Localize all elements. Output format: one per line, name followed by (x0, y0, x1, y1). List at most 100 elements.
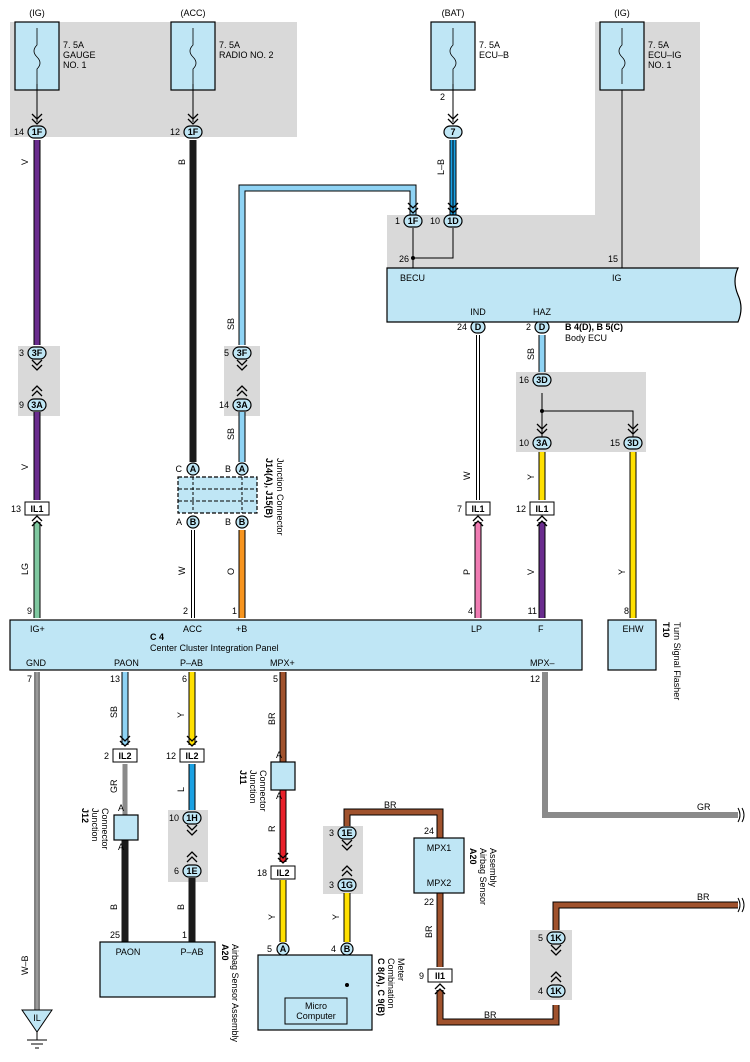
svg-text:SB: SB (526, 348, 536, 360)
svg-text:B: B (176, 904, 186, 910)
svg-text:PAON: PAON (114, 658, 139, 668)
svg-text:9: 9 (19, 400, 24, 410)
svg-text:A20: A20 (220, 944, 230, 961)
svg-text:3: 3 (329, 828, 334, 838)
junction-connector-j14-j15: A C A B B A B B J14(A), J15(B) Junction … (176, 458, 286, 536)
svg-text:A20: A20 (468, 848, 478, 865)
svg-text:1K: 1K (550, 986, 562, 996)
svg-text:HAZ: HAZ (533, 307, 552, 317)
svg-text:SB: SB (226, 428, 236, 440)
svg-text:W: W (177, 566, 187, 575)
svg-text:NO. 1: NO. 1 (648, 60, 672, 70)
svg-text:J12: J12 (80, 808, 90, 823)
svg-text:MPX2: MPX2 (427, 878, 452, 888)
svg-text:W–B: W–B (20, 955, 30, 975)
svg-text:10: 10 (519, 438, 529, 448)
svg-text:IL2: IL2 (185, 751, 198, 761)
svg-text:Computer: Computer (296, 1011, 336, 1021)
svg-text:Connector: Connector (100, 808, 110, 850)
svg-text:10: 10 (169, 813, 179, 823)
fuse-ecu-ig: (IG) 7. 5A ECU–IG NO. 1 (599, 8, 682, 91)
svg-text:GND: GND (26, 658, 47, 668)
svg-text:RADIO NO. 2: RADIO NO. 2 (219, 50, 274, 60)
svg-text:1E: 1E (186, 866, 197, 876)
svg-text:BR: BR (484, 1010, 497, 1020)
svg-text:3: 3 (19, 348, 24, 358)
wire-br-right (552, 901, 738, 930)
junction-connector-j11: A A J11 Junction Connector (238, 750, 296, 812)
airbag-sensor-lower: PAON P–AB 25 1 A20 Airbag Sensor Assembl… (99, 930, 240, 1043)
svg-text:1H: 1H (186, 813, 198, 823)
svg-text:W: W (462, 471, 472, 480)
svg-text:P–AB: P–AB (180, 947, 203, 957)
svg-text:4: 4 (538, 986, 543, 996)
wire-break-marks (737, 807, 745, 913)
svg-text:SB: SB (109, 706, 119, 718)
svg-text:7: 7 (457, 504, 462, 514)
svg-text:BR: BR (267, 712, 277, 725)
svg-text:26: 26 (399, 254, 409, 264)
svg-text:Junction: Junction (90, 808, 100, 842)
svg-text:B: B (225, 517, 231, 527)
turn-signal-flasher: EHW 8 T10 Turn Signal Flasher (607, 606, 682, 700)
svg-text:7. 5A: 7. 5A (479, 40, 500, 50)
svg-text:GR: GR (697, 802, 711, 812)
svg-text:9: 9 (419, 971, 424, 981)
svg-text:1F: 1F (408, 216, 419, 226)
fuse-gauge: (IG) 7. 5A GAUGE NO. 1 (14, 8, 96, 91)
fuse-ecu-b: (BAT) 7. 5A ECU–B (430, 8, 509, 91)
wire-labels: V B SB L–B V SB LG W O W P Y V Y SB SB Y… (20, 159, 711, 1020)
svg-text:BECU: BECU (400, 273, 425, 283)
svg-text:IG+: IG+ (30, 624, 45, 634)
svg-text:R: R (267, 825, 277, 832)
svg-text:3A: 3A (536, 438, 548, 448)
svg-text:2: 2 (183, 606, 188, 616)
svg-text:1D: 1D (447, 216, 459, 226)
svg-text:Meter: Meter (396, 958, 406, 981)
svg-text:ACC: ACC (183, 624, 203, 634)
inline-connectors: IL1 13 IL1 7 IL1 12 IL2 2 IL2 12 IL2 18 … (11, 501, 555, 995)
svg-text:18: 18 (257, 868, 267, 878)
svg-text:(IG): (IG) (29, 8, 45, 18)
svg-text:1E: 1E (341, 828, 352, 838)
svg-text:4: 4 (331, 944, 336, 954)
svg-text:A: A (176, 517, 182, 527)
svg-text:B: B (177, 159, 187, 165)
svg-text:Junction Connector: Junction Connector (275, 458, 285, 536)
svg-text:2: 2 (440, 92, 445, 102)
svg-text:B: B (109, 904, 119, 910)
svg-text:A: A (118, 842, 124, 852)
svg-text:LP: LP (471, 624, 482, 634)
svg-text:2: 2 (104, 751, 109, 761)
svg-text:2: 2 (526, 322, 531, 332)
combination-meter: A 5 B 4 Micro Computer C 8(A), C 9(B) Co… (257, 942, 406, 1031)
svg-text:V: V (20, 159, 30, 165)
svg-text:12: 12 (170, 127, 180, 137)
svg-text:5: 5 (273, 674, 278, 684)
svg-text:10: 10 (430, 216, 440, 226)
wire-gr-mpxm (542, 672, 738, 818)
svg-text:1G: 1G (341, 880, 353, 890)
svg-text:Y: Y (331, 914, 341, 920)
svg-text:F: F (538, 624, 544, 634)
junction-connector-j12: A A J12 Junction Connector (80, 803, 139, 852)
svg-text:LG: LG (20, 563, 30, 575)
body-ecu: BECU IG IND HAZ B 4(D), B 5(C) Body ECU (386, 267, 742, 343)
svg-text:6: 6 (182, 674, 187, 684)
svg-text:J11: J11 (238, 770, 248, 785)
svg-text:Turn Signal Flasher: Turn Signal Flasher (672, 622, 682, 700)
svg-text:1: 1 (182, 930, 187, 940)
svg-text:L–B: L–B (436, 159, 446, 175)
svg-text:12: 12 (530, 674, 540, 684)
svg-text:IL1: IL1 (471, 504, 484, 514)
svg-text:7: 7 (27, 674, 32, 684)
svg-text:3D: 3D (627, 438, 639, 448)
svg-text:IND: IND (470, 307, 486, 317)
svg-text:P: P (462, 569, 472, 575)
svg-text:B: B (225, 464, 231, 474)
svg-text:3F: 3F (237, 348, 248, 358)
svg-text:B 4(D), B 5(C): B 4(D), B 5(C) (565, 322, 623, 332)
svg-text:1F: 1F (32, 127, 43, 137)
svg-text:(ACC): (ACC) (181, 8, 206, 18)
